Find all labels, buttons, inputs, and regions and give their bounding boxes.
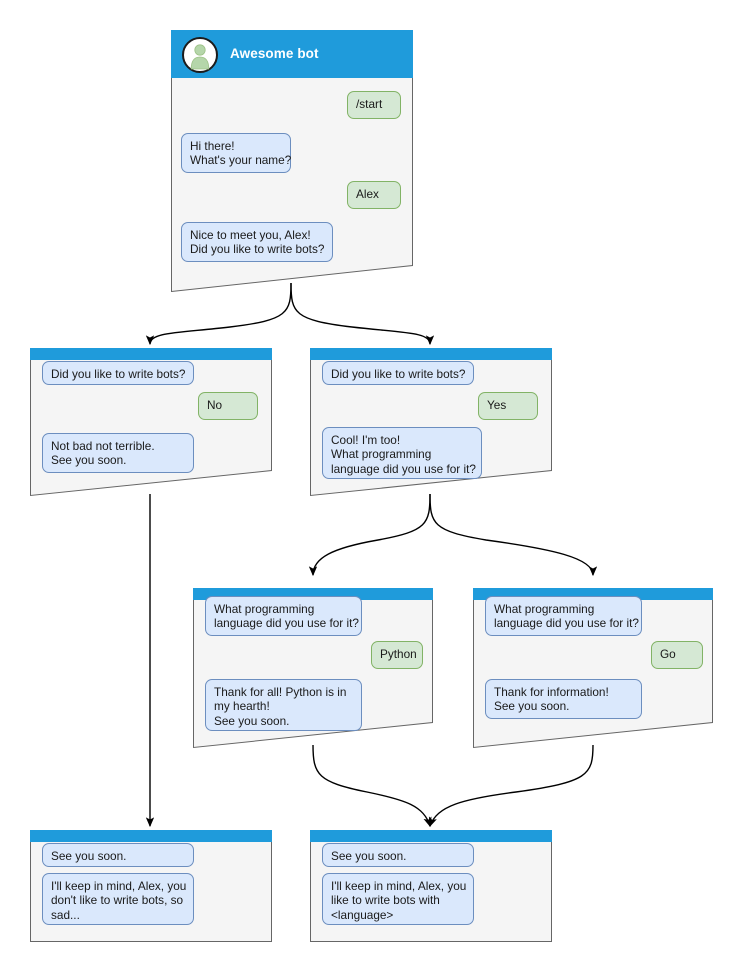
- bot-message-what-language[interactable]: What programming language did you use fo…: [205, 596, 362, 636]
- user-message-name[interactable]: Alex: [347, 181, 401, 209]
- card-answer-no-header-bar: [30, 348, 272, 360]
- arrow-python-to-end-yes: [312, 744, 432, 828]
- bot-message-keep-in-mind-sad[interactable]: I'll keep in mind, Alex, you don't like …: [42, 873, 194, 925]
- bot-message-thank-python[interactable]: Thank for all! Python is in my hearth! S…: [205, 679, 362, 731]
- user-message-start-command[interactable]: /start: [347, 91, 401, 119]
- card-answer-no[interactable]: Did you like to write bots? No Not bad n…: [30, 348, 272, 497]
- user-message-yes[interactable]: Yes: [478, 392, 538, 420]
- bot-message-see-you-soon[interactable]: See you soon.: [42, 843, 194, 867]
- bot-message-nice-to-meet[interactable]: Nice to meet you, Alex! Did you like to …: [181, 222, 333, 262]
- bot-message-greeting[interactable]: Hi there! What's your name?: [181, 133, 291, 173]
- card-end-yes[interactable]: See you soon. I'll keep in mind, Alex, y…: [310, 830, 552, 942]
- bot-message-cool-im-too[interactable]: Cool! I'm too! What programming language…: [322, 427, 482, 479]
- card-end-no-header-bar: [30, 830, 272, 842]
- arrow-yes-to-go: [429, 493, 598, 577]
- bot-name-title: Awesome bot: [230, 46, 319, 61]
- person-avatar-icon: [182, 37, 218, 73]
- arrow-yes-to-python: [308, 493, 431, 577]
- bot-name-text: Awesome bot: [230, 46, 319, 61]
- user-message-no[interactable]: No: [198, 392, 258, 420]
- user-message-python[interactable]: Python: [371, 641, 423, 669]
- card-language-python[interactable]: What programming language did you use fo…: [193, 588, 433, 749]
- arrow-start-to-no: [145, 282, 292, 346]
- arrow-go-to-end-yes: [428, 744, 594, 828]
- card-start[interactable]: Awesome bot /start Hi there! What's your…: [171, 30, 413, 292]
- card-answer-yes[interactable]: Did you like to write bots? Yes Cool! I'…: [310, 348, 552, 497]
- bot-message-thank-information[interactable]: Thank for information! See you soon.: [485, 679, 642, 719]
- card-language-go[interactable]: What programming language did you use fo…: [473, 588, 713, 749]
- bot-message-like-write-bots[interactable]: Did you like to write bots?: [42, 361, 194, 385]
- bot-message-like-write-bots[interactable]: Did you like to write bots?: [322, 361, 474, 385]
- bot-message-see-you-soon[interactable]: See you soon.: [322, 843, 474, 867]
- arrow-start-to-yes: [290, 282, 435, 346]
- card-answer-yes-header-bar: [310, 348, 552, 360]
- card-end-no[interactable]: See you soon. I'll keep in mind, Alex, y…: [30, 830, 272, 942]
- card-end-yes-header-bar: [310, 830, 552, 842]
- bot-message-keep-in-mind-language[interactable]: I'll keep in mind, Alex, you like to wri…: [322, 873, 474, 925]
- bot-message-what-language[interactable]: What programming language did you use fo…: [485, 596, 642, 636]
- bot-message-not-bad[interactable]: Not bad not terrible. See you soon.: [42, 433, 194, 473]
- user-message-go[interactable]: Go: [651, 641, 703, 669]
- card-start-header-bar: [171, 30, 413, 78]
